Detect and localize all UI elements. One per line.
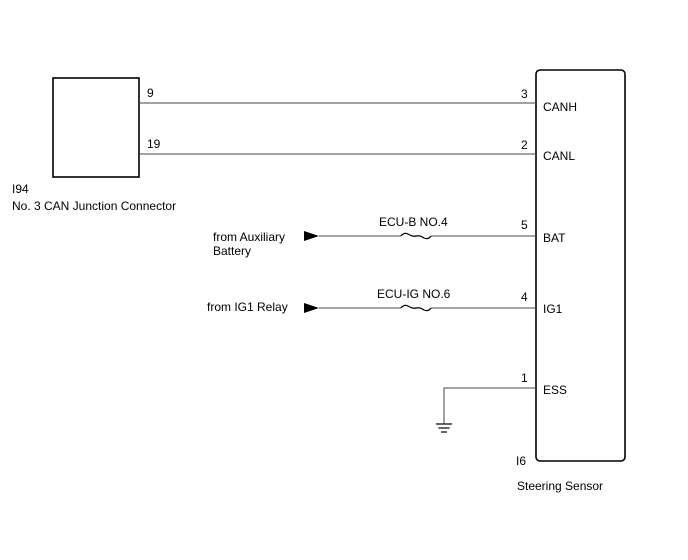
terminal-ess: ESS xyxy=(543,383,567,397)
terminal-ig1: IG1 xyxy=(543,302,563,316)
connector-name: No. 3 CAN Junction Connector xyxy=(12,199,176,213)
sensor-pin-2: 2 xyxy=(521,138,528,152)
ground-icon xyxy=(436,423,452,433)
sensor-pin-3: 3 xyxy=(521,87,528,101)
fuse-label-ecu-ig: ECU-IG NO.6 xyxy=(377,287,451,301)
connector-pin-19: 19 xyxy=(147,137,161,151)
source-ig1-relay: from IG1 Relay xyxy=(207,300,288,314)
terminal-bat: BAT xyxy=(543,231,566,245)
connector-code: I94 xyxy=(12,182,29,196)
wire-ess xyxy=(443,387,536,424)
sensor-pin-4: 4 xyxy=(521,290,528,304)
sensor-code: I6 xyxy=(516,454,526,468)
terminal-canh: CANH xyxy=(543,100,577,114)
sensor-name: Steering Sensor xyxy=(517,479,603,493)
sensor-pin-5: 5 xyxy=(521,218,528,232)
fuse-icon xyxy=(400,232,432,240)
connector-pin-9: 9 xyxy=(147,86,154,100)
source-auxiliary-battery-line1: from Auxiliary xyxy=(213,230,285,244)
arrow-icon xyxy=(304,303,319,313)
fuse-icon xyxy=(400,304,432,312)
sensor-pin-1: 1 xyxy=(521,371,528,385)
steering-sensor-box xyxy=(535,69,626,462)
junction-connector-box xyxy=(52,77,140,178)
arrow-icon xyxy=(304,231,319,241)
fuse-label-ecu-b: ECU-B NO.4 xyxy=(379,215,448,229)
source-auxiliary-battery-line2: Battery xyxy=(213,244,251,258)
terminal-canl: CANL xyxy=(543,149,575,163)
